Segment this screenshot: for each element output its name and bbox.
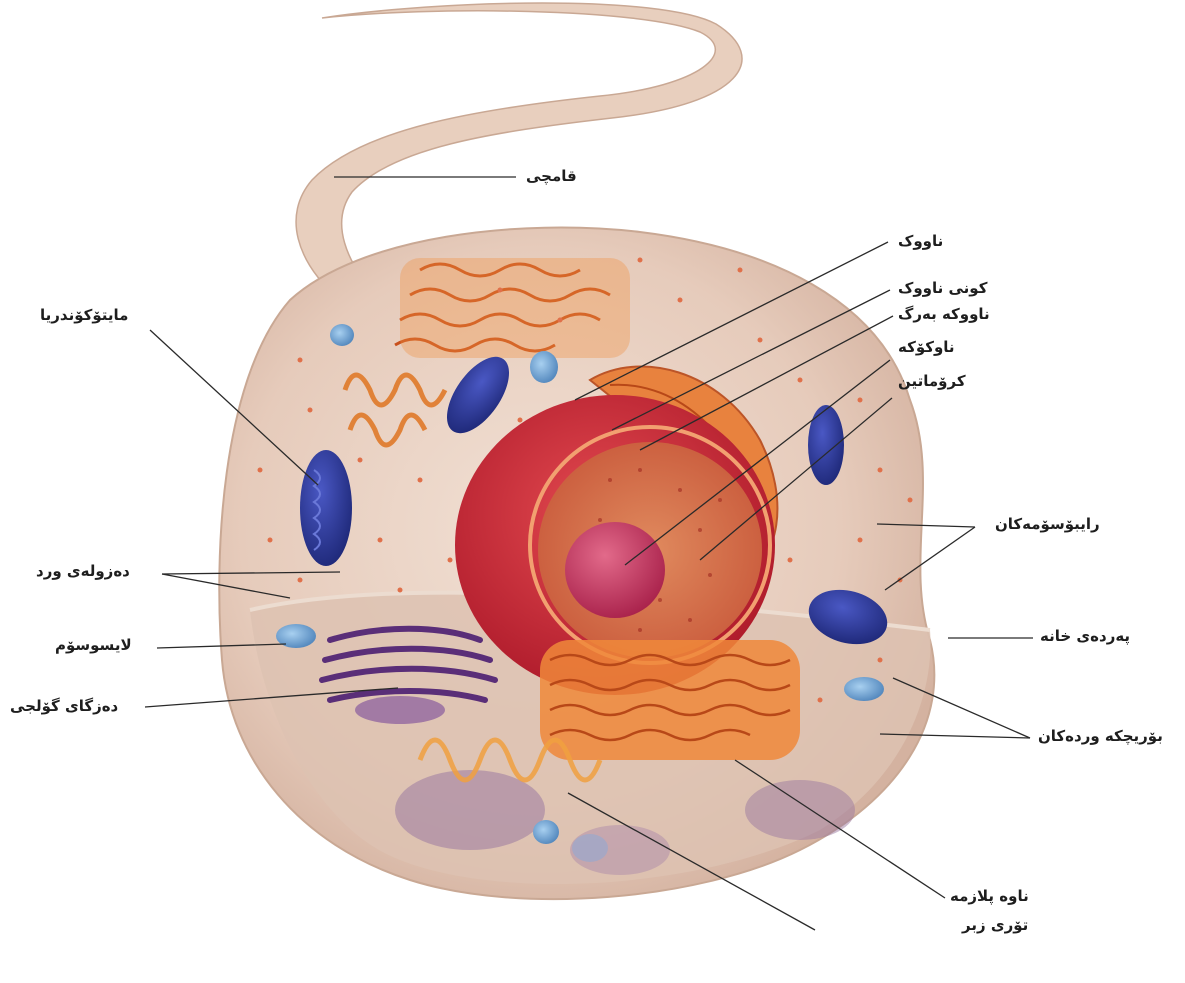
label-golgi: دەزگای گۆلجی xyxy=(10,697,118,715)
nucleolus xyxy=(565,522,665,618)
mitochondrion-right xyxy=(808,405,844,485)
label-smooth-er: ناوه پلازمه xyxy=(950,887,1029,905)
label-mitochondria: مایتۆکۆندریا xyxy=(40,306,128,324)
label-chromatin: کرۆماتین xyxy=(898,372,966,390)
label-nuclear-pore: کونی ناووک xyxy=(898,279,987,297)
label-nucleolus: ناوکۆکه xyxy=(898,338,955,356)
label-cell-membrane: پەردەی خانه xyxy=(1040,627,1130,645)
label-microtubules: دەزولەی ورد xyxy=(36,562,130,580)
label-flagellum: قامچی xyxy=(526,167,577,185)
label-nuclear-envelope: ناووکه بەرگ xyxy=(898,305,990,323)
label-lysosome: لایسوسۆم xyxy=(55,636,132,654)
mitochondrion-left xyxy=(300,450,352,566)
rough-er-bottom xyxy=(540,640,800,760)
label-nucleus: ناووک xyxy=(898,232,943,250)
label-vacuoles: بۆریچکه وردەکان xyxy=(1038,727,1163,745)
label-ribosomes: رایبۆسۆمەکان xyxy=(995,515,1100,533)
label-rough-er: تۆری زبر xyxy=(962,916,1028,934)
vesicle xyxy=(844,677,884,701)
